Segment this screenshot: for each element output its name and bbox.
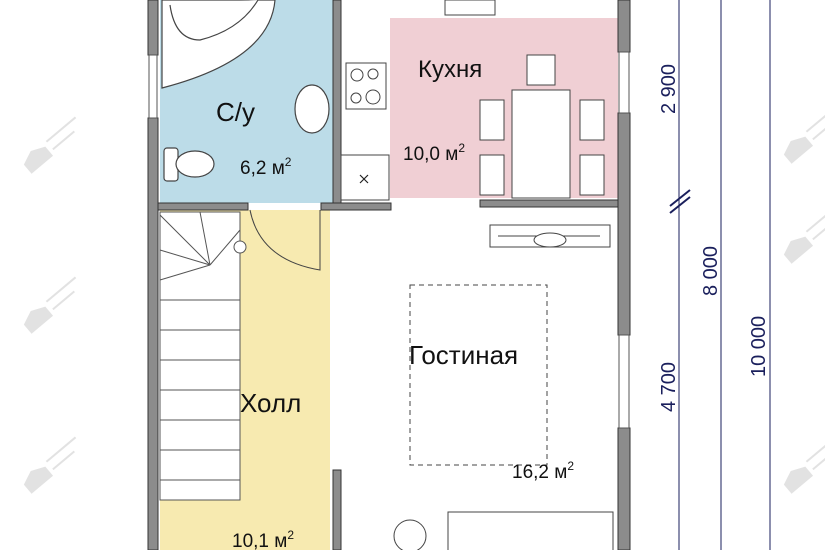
bathroom-area-sup: 2 xyxy=(285,155,292,169)
bathtub-icon xyxy=(161,0,276,89)
watermark-logo-icon xyxy=(23,436,77,494)
hall-area: 10,1 м2 xyxy=(232,528,294,550)
living-room-area-sup: 2 xyxy=(567,459,574,473)
sink-mark-icon xyxy=(359,174,369,184)
plant-icon xyxy=(393,519,427,550)
bathroom-label: С/у xyxy=(216,97,255,127)
cabinet-top-icon xyxy=(444,0,496,16)
dimension-8000: 8 000 xyxy=(700,246,722,296)
dimension-2900: 2 900 xyxy=(658,64,680,114)
staircase-icon xyxy=(159,211,247,501)
watermark-logo-icon xyxy=(23,276,77,334)
kitchen-area-sup: 2 xyxy=(458,141,465,155)
kitchen-area-value: 10,0 м xyxy=(403,144,458,165)
tv-stand-icon xyxy=(489,224,611,248)
dimension-lines xyxy=(669,0,771,550)
dining-table-icon xyxy=(479,54,605,199)
hall-label: Холл xyxy=(240,388,301,418)
sofa-icon xyxy=(447,511,614,550)
living-room-area: 16,2 м2 xyxy=(512,459,574,483)
rug-icon xyxy=(409,284,548,466)
living-room-label: Гостиная xyxy=(409,340,518,370)
bathroom-area-value: 6,2 м xyxy=(240,158,285,179)
watermark-logo-icon xyxy=(783,212,825,264)
kitchen-area: 10,0 м2 xyxy=(403,141,465,165)
living-room-area-value: 16,2 м xyxy=(512,462,567,483)
sink-icon xyxy=(294,84,330,134)
door-swing-icon xyxy=(249,209,321,271)
watermark-logo-icon xyxy=(783,112,825,164)
hall-area-sup: 2 xyxy=(287,528,294,542)
windows xyxy=(148,51,630,429)
toilet-icon xyxy=(163,147,215,182)
dimension-4700: 4 700 xyxy=(658,362,680,412)
dimension-10000: 10 000 xyxy=(748,316,770,377)
watermark-logo-icon xyxy=(23,116,77,174)
kitchen-label: Кухня xyxy=(418,56,482,83)
bathroom-area: 6,2 м2 xyxy=(240,155,292,179)
stove-icon xyxy=(345,62,387,110)
hall-area-value: 10,1 м xyxy=(232,531,287,550)
watermark-group xyxy=(23,112,825,494)
watermark-logo-icon xyxy=(783,442,825,494)
